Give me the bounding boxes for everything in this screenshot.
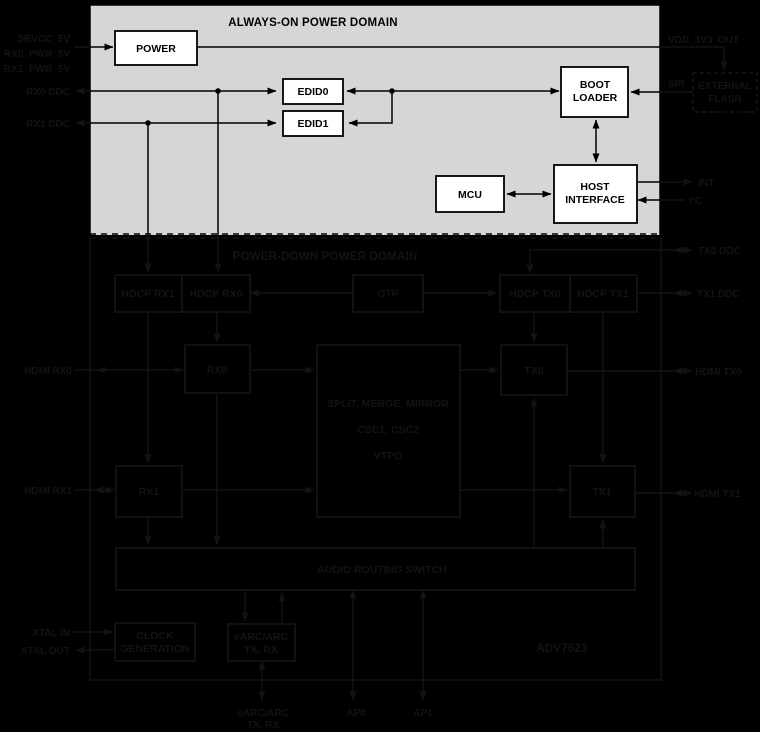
edid0-block-label: EDID0 <box>298 86 329 98</box>
earc-arc-label-line1: eARC/ARC <box>234 631 289 643</box>
boot-loader-label-line2: LOADER <box>573 92 618 104</box>
ap0-pin-label: AP0 <box>346 708 366 719</box>
rx1-block <box>115 465 183 518</box>
tx0-block <box>500 344 568 396</box>
power-down-power-domain: POWER-DOWN POWER DOMAIN ADV7623 HDCP RX1… <box>89 235 662 681</box>
ap1-pin-label: AP1 <box>413 708 433 719</box>
part-number-label: ADV7623 <box>536 643 587 655</box>
always-on-power-domain: ALWAYS-ON POWER DOMAIN POWER EDID0 EDID1… <box>89 4 661 235</box>
rx1-ddc-pin-label: RX1 DDC <box>26 119 70 130</box>
edid1-branch-arrow <box>348 91 393 127</box>
xtal-out-pin-label: XTAL OUT <box>21 646 70 657</box>
external-flash-label-line2: FLASH <box>708 94 741 105</box>
vdd-3v3-out-pin-label: VDD_3V3_OUT <box>668 35 739 46</box>
external-flash-label-line1: EXTERNAL <box>698 81 752 92</box>
clock-generation-block <box>114 622 196 662</box>
vdd-to-flash-line <box>660 46 728 71</box>
power-block <box>114 30 198 66</box>
host-interface-label-line1: HOST <box>580 181 610 193</box>
hdmi-rx0-pin-label: HDMI RX0 <box>24 366 72 377</box>
hdmi-tx0-pin-label: HDMI TX0 <box>695 367 742 378</box>
power-down-domain-border <box>89 238 662 681</box>
tx0-label: TX0 <box>524 365 543 377</box>
supply-pin-label-3: RX1_PWR_5V <box>4 64 70 75</box>
rx1-ddc-junction-dot <box>145 120 151 126</box>
hdmi-rx1-pin-label: HDMI RX1 <box>24 486 72 497</box>
boot-loader-block <box>560 66 629 118</box>
hdmi-tx1-pin-label: HDMI TX1 <box>694 489 741 500</box>
spi-bus-label: SPI <box>668 79 684 90</box>
xtal-in-pin-label: XTAL IN <box>32 628 70 639</box>
audio-routing-switch-label: AUDIO ROUTING SWITCH <box>317 564 447 576</box>
earc-pin-label-line1: eARC/ARC <box>237 708 289 719</box>
power-block-label: POWER <box>136 43 176 55</box>
i2c-pin-label: I²C <box>689 196 702 207</box>
hdcp-rx0-label: HDCP RX0 <box>190 288 243 300</box>
host-interface-label-line2: INTERFACE <box>565 194 625 206</box>
hdcp-tx0-label: HDCP TX0 <box>509 288 561 300</box>
rx0-ddc-pin-label: RX0 DDC <box>26 87 70 98</box>
edid1-block <box>282 110 344 137</box>
supply-pin-label-1: SBVCC_5V <box>17 34 70 45</box>
edid0-block <box>282 78 344 105</box>
tx1-label: TX1 <box>592 486 611 498</box>
edid-junction-dot <box>389 88 395 94</box>
always-on-domain-title: ALWAYS-ON POWER DOMAIN <box>228 17 397 29</box>
boot-loader-label-line1: BOOT <box>580 79 611 91</box>
int-pin-label: INT <box>698 178 714 189</box>
mcu-block-label: MCU <box>458 189 482 201</box>
external-flash-box <box>692 72 758 113</box>
earc-pin-label-line2: TX, RX <box>247 720 280 731</box>
clock-generation-label-line1: CLOCK <box>136 630 174 642</box>
power-down-domain-title: POWER-DOWN POWER DOMAIN <box>233 251 418 263</box>
edid1-block-label: EDID1 <box>298 118 329 130</box>
clock-generation-label-line2: GENERATION <box>120 643 189 655</box>
tx0-ddc-pin-label: TX0 DDC <box>698 246 741 257</box>
video-core-block <box>316 344 461 518</box>
always-on-domain-border <box>89 4 661 235</box>
hdcp-tx1-block <box>569 274 638 313</box>
earc-arc-label-line2: TX, RX <box>244 644 278 656</box>
tx1-ddc-pin-label: TX1 DDC <box>697 289 740 300</box>
bottom-pin-labels: eARC/ARC TX, RX AP0 AP1 <box>237 589 433 731</box>
tx0-ddc-line <box>526 246 693 274</box>
host-interface-block <box>553 164 638 224</box>
hdcp-rx1-label: HDCP RX1 <box>122 288 175 300</box>
rx0-label: RX0 <box>207 364 228 376</box>
rx0-ddc-junction-dot <box>215 88 221 94</box>
mcu-block <box>435 175 505 213</box>
video-core-label-line3: VTPG <box>374 450 403 462</box>
left-pin-labels: SBVCC_5V RX0_PWR_5V RX1_PWR_5V RX0 DDC R… <box>4 34 184 657</box>
otp-label: OTP <box>377 288 399 300</box>
earc-arc-block <box>227 623 296 662</box>
rx0-block <box>184 344 251 394</box>
hdcp-tx1-label: HDCP TX1 <box>577 288 629 300</box>
tx1-block <box>569 465 636 518</box>
rx1-label: RX1 <box>139 486 160 498</box>
right-pin-labels: VDD_3V3_OUT EXTERNAL FLASH SPI INT I²C T… <box>526 35 758 500</box>
video-core-label-line1: SPLIT, MERGE, MIRROR <box>327 398 449 410</box>
supply-pin-label-2: RX0_PWR_5V <box>4 49 70 60</box>
hdcp-tx0-block <box>499 274 571 313</box>
video-core-label-line2: CSC1, CSC2 <box>357 424 419 436</box>
audio-routing-switch-block <box>115 547 636 591</box>
